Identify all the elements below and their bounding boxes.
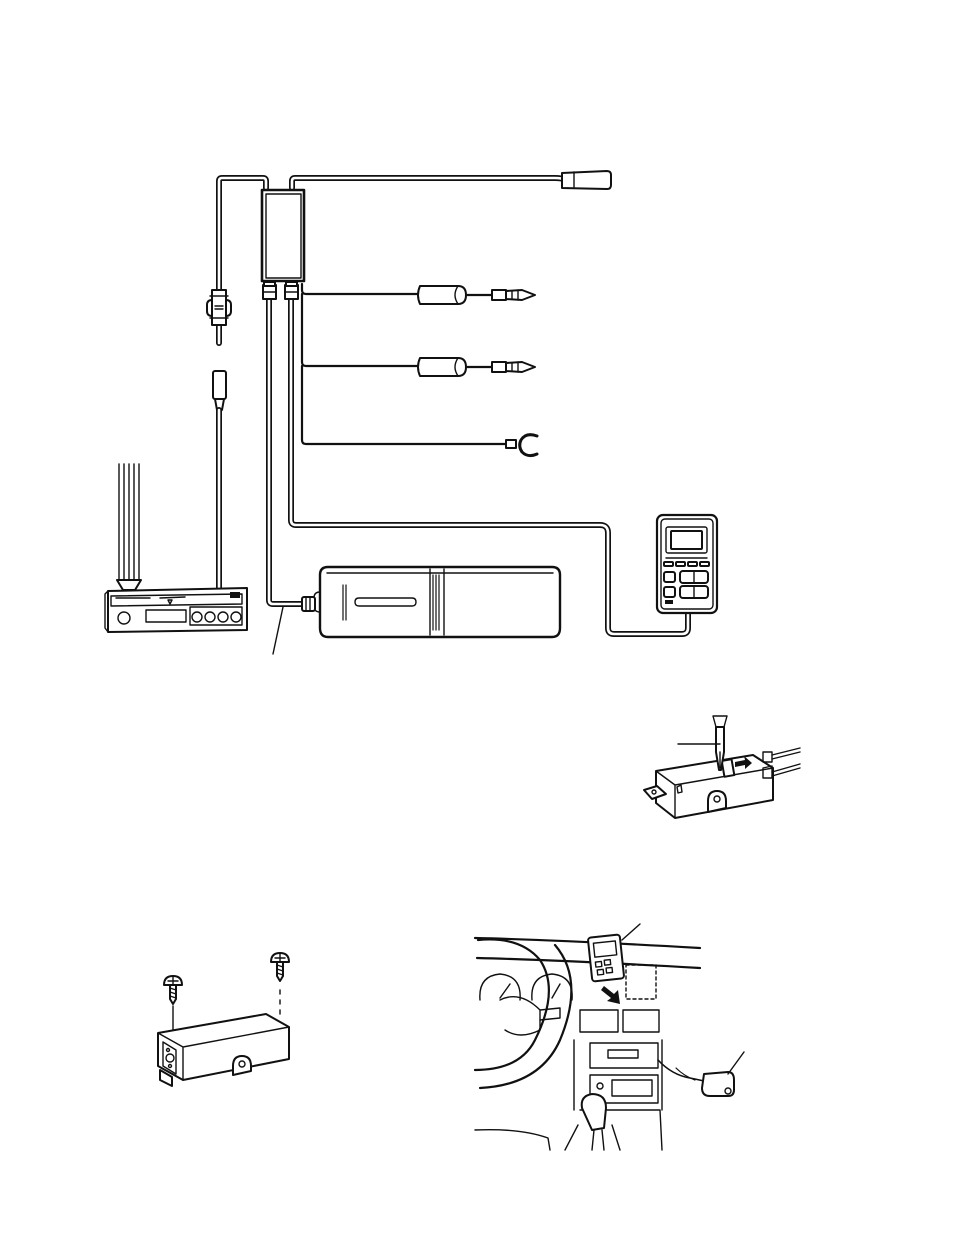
remote-callout-line — [622, 924, 640, 940]
adapter-mounting-inset — [158, 953, 289, 1086]
vehicle-antenna-cable — [292, 178, 566, 188]
cd-changer-callout-line — [273, 607, 283, 654]
radio-antenna-jack — [213, 371, 226, 595]
box-strain-reliefs — [263, 282, 298, 299]
head-unit-wire-bundle — [117, 464, 141, 590]
power-lead-1 — [302, 284, 535, 304]
sensor-callout-line — [728, 1052, 744, 1074]
antenna-plug — [207, 290, 231, 325]
power-lead-2 — [302, 294, 535, 376]
remote-control — [657, 515, 717, 613]
ground-lead — [302, 366, 537, 456]
wiring-diagram — [105, 171, 717, 654]
remote-sensor — [702, 1072, 734, 1096]
head-unit — [105, 588, 247, 632]
mounting-screw-right — [271, 953, 289, 1014]
dashboard-inset — [475, 924, 744, 1150]
adapter-switch-inset — [644, 716, 800, 818]
vehicle-antenna-connector — [562, 171, 611, 189]
dashboard-remote — [588, 934, 624, 981]
cd-changer — [314, 567, 560, 637]
rf-adapter-box — [262, 190, 304, 281]
cd-changer-cable — [269, 298, 304, 604]
cd-changer-plug — [302, 597, 315, 611]
